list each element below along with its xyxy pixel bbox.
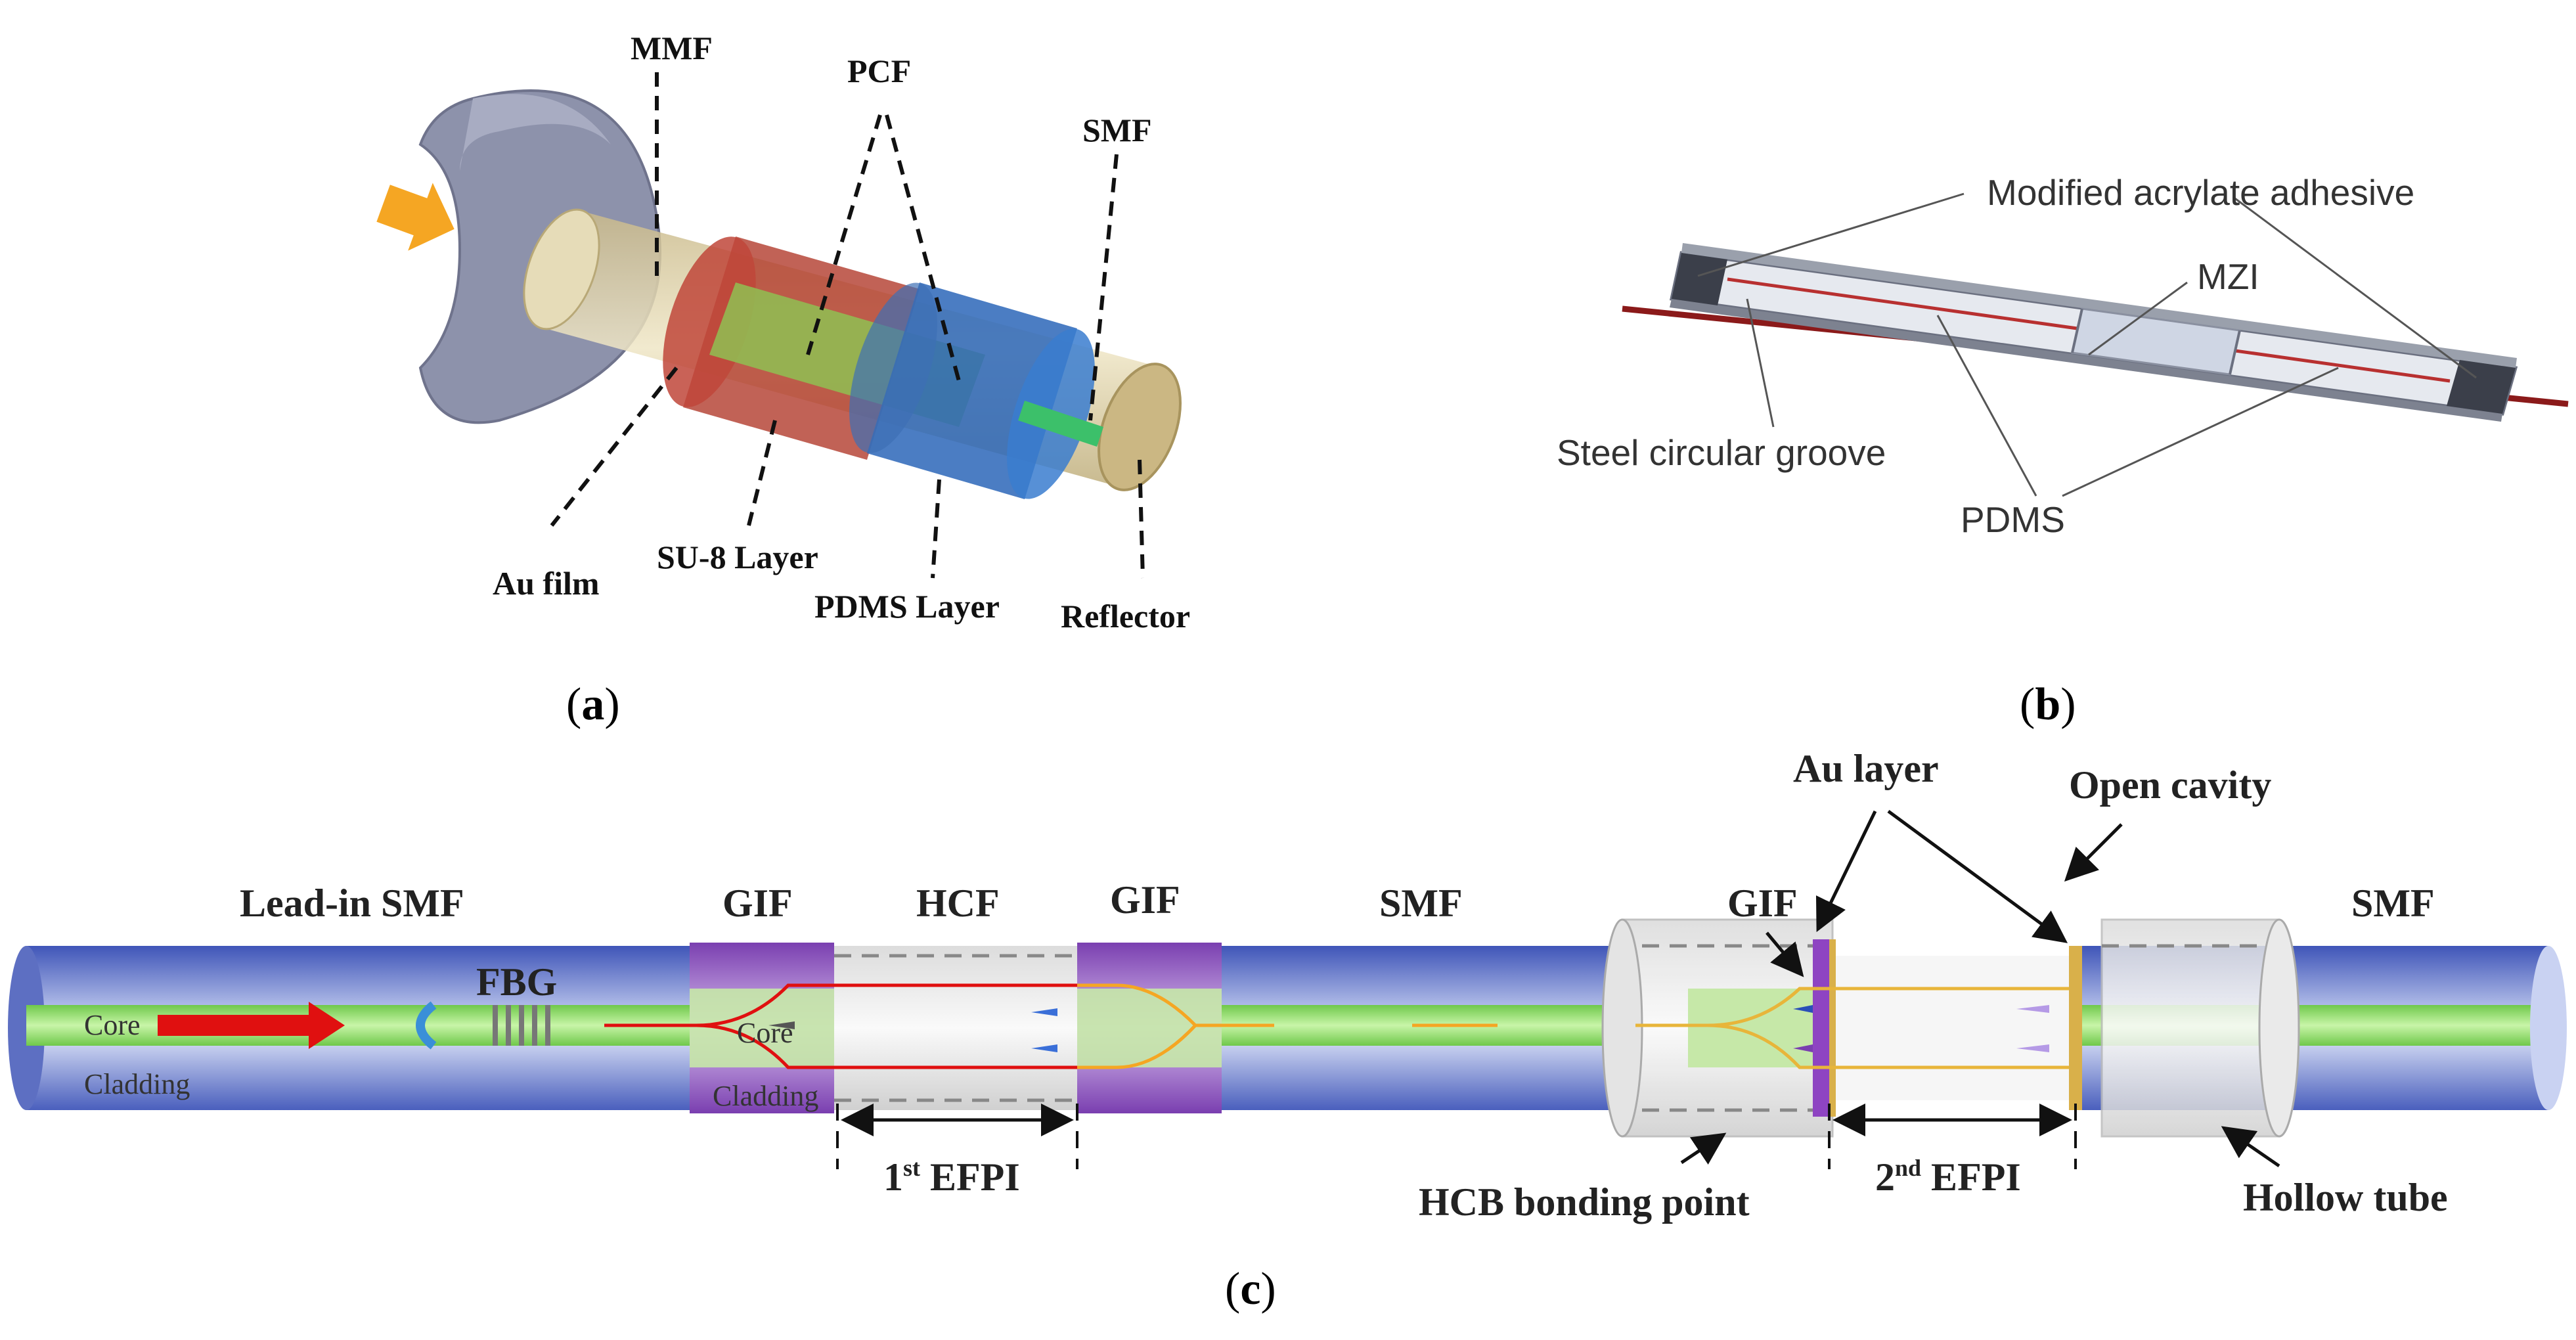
hcb-arrow [1680,1132,1727,1165]
label-steel-groove: Steel circular groove [1557,432,1886,473]
efpi2-dimension [1828,1104,2077,1169]
gif-3 [1688,989,1819,1067]
label-inner-core: Core [737,1017,793,1049]
mzi-leader [2088,281,2188,356]
label-pcf: PCF [847,53,911,89]
smf-leader [1088,154,1119,421]
panel-b: Modified acrylate adhesive MZI Steel cir… [1557,172,2569,730]
fbg-grating [416,1001,550,1050]
adhesive-right [2447,360,2516,414]
label-cladding: Cladding [84,1068,190,1100]
hollow-tube-arrow [2221,1126,2280,1168]
label-gif-2: GIF [1110,878,1180,922]
adhesive-leader-2 [2232,196,2477,379]
label-core: Core [84,1009,141,1041]
label-mmf: MMF [631,30,713,66]
label-reflector: Reflector [1061,598,1190,635]
gif3-arrow [1765,931,1804,977]
label-su8-layer: SU-8 Layer [657,539,818,575]
su8-leader [747,420,777,526]
label-pdms-layer: PDMS Layer [814,588,1000,625]
reflector-leader [1138,459,1145,579]
hollow-tube [2100,918,2280,1138]
adhesive-left [1672,253,1727,305]
label-au-film: Au film [493,565,600,602]
red-arrow-icon [158,1002,345,1049]
open-cavity-arrow [2064,823,2123,882]
label-au-layer: Au layer [1793,747,1939,790]
label-lead-in-smf: Lead-in SMF [240,882,464,925]
label-efpi-1: 1st EFPI [883,1155,1020,1199]
pdms-leader [931,479,941,579]
adhesive-leader-1 [1697,192,1965,277]
panel-c: Lead-in SMF FBG Core Cladding Core Cladd… [8,747,2567,1314]
lead-in-core [26,1005,696,1046]
au-film-leader [550,367,678,527]
au-layer-arrow-1 [1815,810,1877,932]
label-pdms-b: PDMS [1961,499,2065,540]
label-gif-3: GIF [1727,882,1798,925]
efpi2-cavity [1836,956,2079,1100]
label-fbg: FBG [476,960,557,1004]
panel-a: MMF PCF SMF Au film SU-8 Layer PDMS Laye… [376,30,1190,730]
label-smf: SMF [1082,112,1152,148]
input-arrow-icon [376,183,455,251]
groove-leader [1746,298,1775,428]
reflection-arrows [768,1005,2049,1052]
efpi1-dimension [836,1104,1078,1169]
label-mzi: MZI [2197,256,2259,297]
label-adhesive: Modified acrylate adhesive [1987,172,2414,213]
caption-a: (a) [566,679,620,730]
pdms-leader-2 [2062,367,2339,497]
label-inner-cladding: Cladding [713,1080,818,1112]
caption-b: (b) [2020,679,2076,730]
label-hcb: HCB bonding point [1419,1180,1750,1224]
label-smf-middle: SMF [1379,882,1463,925]
label-gif-1: GIF [722,882,793,925]
label-smf-end: SMF [2351,882,2435,925]
label-hollow-tube: Hollow tube [2243,1176,2448,1219]
au-layer-arrow-2 [1887,809,2068,943]
smf-core [1018,401,1103,447]
label-open-cavity: Open cavity [2069,763,2271,807]
label-efpi-2: 2nd EFPI [1875,1155,2021,1199]
pcf-leader-1 [806,114,882,355]
au-layer-2 [2069,946,2082,1110]
au-layer-1 [1813,939,1831,1117]
hcf-tube [834,946,1077,1110]
caption-c: (c) [1225,1264,1276,1314]
label-hcf: HCF [916,882,1000,925]
pdms-leader-1 [1936,315,2037,497]
light-paths [604,983,2069,1069]
